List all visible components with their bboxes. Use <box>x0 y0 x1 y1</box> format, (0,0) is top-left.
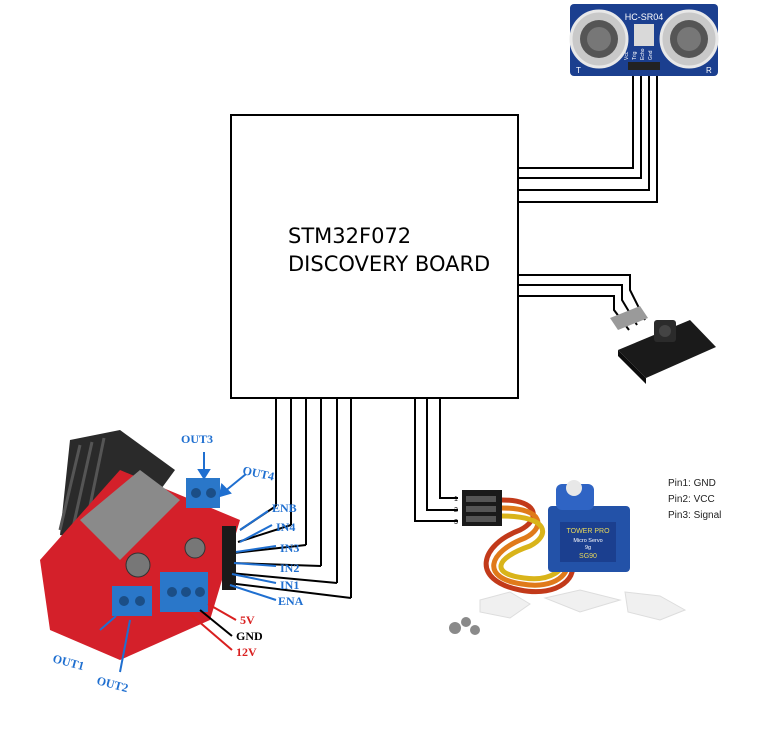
servo-screw-2 <box>461 617 471 627</box>
wire-servo-2 <box>426 398 458 511</box>
servo-model-line: Micro Servo <box>573 538 602 544</box>
ultrasonic-corner-right: R <box>706 66 712 75</box>
servo-horn-2 <box>543 589 622 613</box>
label-in3: IN3 <box>280 541 299 555</box>
servo-pin-note-3: Pin3: Signal <box>668 510 721 521</box>
wire-ir-1 <box>518 274 646 321</box>
servo-screw-3 <box>470 625 480 635</box>
ultrasonic-model-label: HC-SR04 <box>625 12 664 22</box>
arrow-in2 <box>233 562 277 567</box>
arrow-in3 <box>235 545 277 553</box>
label-5v: 5V <box>240 613 255 627</box>
ultrasonic-pin-echo: Echo <box>640 48 646 60</box>
driver-capacitor-2 <box>184 537 206 559</box>
label-gnd: GND <box>236 629 263 643</box>
servo-cable-orange <box>491 505 570 588</box>
mcu-board-box <box>230 114 519 399</box>
servo-screw-1 <box>449 622 461 634</box>
driver-pin-header <box>222 526 236 590</box>
servo-model: SG90 <box>579 553 597 560</box>
label-in4: IN4 <box>276 520 295 534</box>
arrow-5v <box>207 603 237 621</box>
label-out4: OUT4 <box>241 463 275 483</box>
label-in2: IN2 <box>280 561 299 575</box>
servo-motor: 1 2 3 TOWER PRO Micro Servo 9g SG90 Pin1… <box>449 478 721 635</box>
wire-in1-tail <box>229 572 338 584</box>
wire-us-3 <box>518 70 650 191</box>
label-out3: OUT3 <box>181 432 213 446</box>
ultrasonic-pin-trig: Trig <box>632 51 638 60</box>
ultrasonic-pin-gnd: Gnd <box>648 50 654 60</box>
servo-brand: TOWER PRO <box>566 528 610 535</box>
wire-in3-tail <box>233 544 307 554</box>
servo-horn-3 <box>624 591 687 621</box>
arrow-out1 <box>99 615 117 631</box>
ultrasonic-crystal <box>634 24 654 46</box>
wire-servo-1 <box>414 398 458 522</box>
ultrasonic-corner-left: T <box>576 66 581 75</box>
servo-pin-note-1: Pin1: GND <box>668 478 716 489</box>
servo-conn-pin-1: 1 <box>454 496 458 503</box>
wire-us-2 <box>518 70 642 179</box>
servo-horn-1 <box>479 591 531 619</box>
mcu-label-line2: DISCOVERY BOARD <box>288 252 491 276</box>
driver-ic <box>80 470 180 560</box>
label-out1: OUT1 <box>51 651 86 673</box>
driver-capacitor-1 <box>125 552 151 578</box>
servo-weight: 9g <box>585 545 591 551</box>
ir-pins <box>610 306 648 330</box>
motor-driver: OUT3 OUT4 ENB IN4 IN3 IN2 IN1 ENA OUT1 O… <box>40 430 304 695</box>
ultrasonic-header <box>628 62 660 70</box>
ultrasonic-sensor: HC-SR04 T R Vcc Trig Echo Gnd <box>569 4 719 76</box>
servo-gear-top <box>556 484 594 510</box>
label-12v: 12V <box>236 645 257 659</box>
label-ena: ENA <box>278 594 304 608</box>
wire-us-1 <box>518 70 634 169</box>
servo-conn-pin-3: 3 <box>454 519 458 526</box>
mcu-label: STM32F072 DISCOVERY BOARD <box>288 222 490 278</box>
arrow-12v <box>189 613 233 651</box>
ir-receiver <box>610 306 716 384</box>
terminal-out1-out2 <box>112 586 152 616</box>
servo-conn-pin-2: 2 <box>454 507 458 514</box>
servo-cable-yellow <box>498 513 566 582</box>
label-enb: ENB <box>272 501 297 515</box>
mcu-label-line1: STM32F072 <box>288 224 412 248</box>
ir-board <box>618 320 716 378</box>
arrow-out4 <box>223 473 247 493</box>
wire-us-4 <box>518 70 658 203</box>
arrow-ena <box>229 584 277 601</box>
wire-ir-3 <box>518 295 630 331</box>
servo-pin-note-2: Pin2: VCC <box>668 494 715 505</box>
label-in1: IN1 <box>280 578 299 592</box>
arrow-gnd <box>199 609 233 637</box>
arrow-in1 <box>231 573 277 584</box>
arrow-in4 <box>239 524 273 543</box>
label-out2: OUT2 <box>95 673 130 695</box>
arrow-enb <box>239 510 269 531</box>
arrow-out2 <box>119 619 131 673</box>
ultrasonic-pin-vcc: Vcc <box>624 51 630 60</box>
wire-servo-3 <box>439 398 458 499</box>
wire-ena-tail <box>227 582 352 599</box>
